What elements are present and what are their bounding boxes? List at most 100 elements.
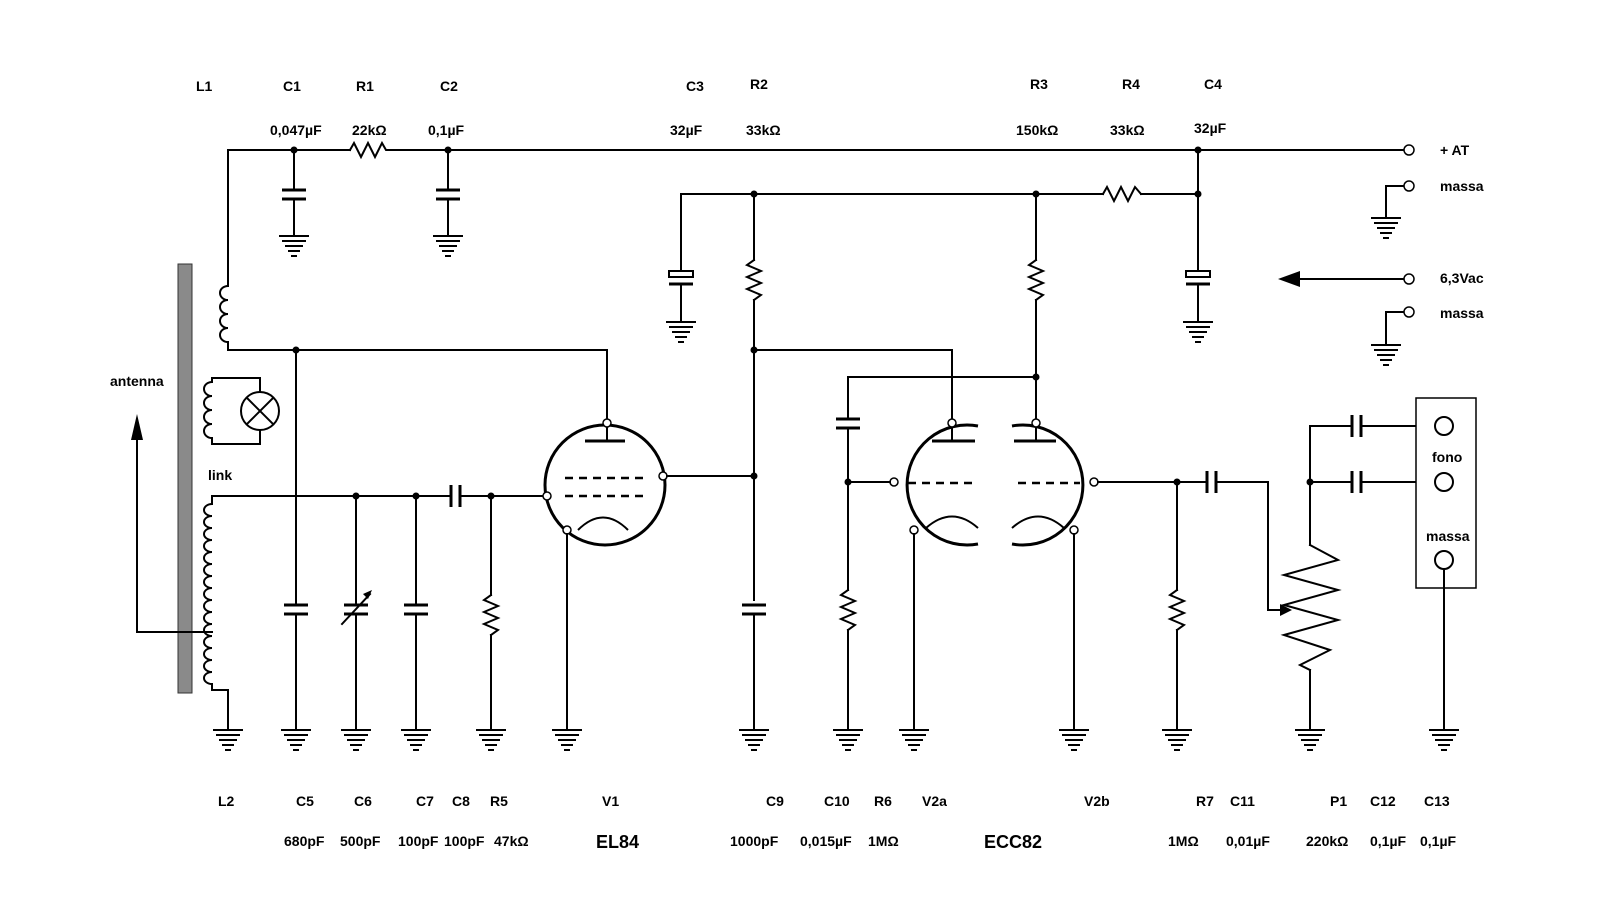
- value-c7: 100pF: [398, 833, 439, 849]
- label-r1: R1: [356, 78, 374, 94]
- value-c1: 0,047µF: [270, 122, 322, 138]
- label-r4: R4: [1122, 76, 1140, 92]
- v1-screen-connection: [666, 472, 758, 480]
- link-coil: [203, 377, 280, 445]
- phono-connector-panel: [1415, 397, 1477, 751]
- value-c11: 0,01µF: [1226, 833, 1270, 849]
- value-c5: 680pF: [284, 833, 325, 849]
- value-c13: 0,1µF: [1420, 833, 1457, 849]
- label-v2a: V2a: [922, 793, 947, 809]
- label-r5: R5: [490, 793, 508, 809]
- coil-l1: [219, 284, 608, 419]
- value-c4: 32µF: [1194, 120, 1227, 136]
- resistor-r6: [832, 588, 864, 751]
- value-r1: 22kΩ: [352, 122, 387, 138]
- label-massa-2: massa: [1440, 305, 1484, 321]
- jack-icon: [1434, 416, 1454, 436]
- value-r6: 1MΩ: [868, 833, 899, 849]
- value-c6: 500pF: [340, 833, 381, 849]
- tube-v2b: [1011, 418, 1099, 751]
- jack-icon: [1434, 550, 1454, 570]
- label-r2: R2: [750, 76, 768, 92]
- resistor-r5: [475, 495, 507, 751]
- ground-icon: [212, 729, 244, 751]
- label-c4: C4: [1204, 76, 1222, 92]
- label-r3: R3: [1030, 76, 1048, 92]
- label-c5: C5: [296, 793, 314, 809]
- v2b-grid-line: [1097, 471, 1292, 616]
- capacitor-c6-variable: [340, 495, 372, 751]
- label-v2b: V2b: [1084, 793, 1110, 809]
- value-r4: 33kΩ: [1110, 122, 1145, 138]
- label-c2: C2: [440, 78, 458, 94]
- value-c9: 1000pF: [730, 833, 779, 849]
- tube-v2a: [844, 418, 979, 751]
- ground-icon: [665, 321, 697, 343]
- ground-icon: [1294, 729, 1326, 751]
- label-antenna: antenna: [110, 373, 164, 389]
- label-c8: C8: [452, 793, 470, 809]
- value-r2: 33kΩ: [746, 122, 781, 138]
- label-at: + AT: [1440, 142, 1470, 158]
- label-c6: C6: [354, 793, 372, 809]
- capacitor-c4: [1182, 270, 1214, 343]
- value-r3: 150kΩ: [1016, 122, 1058, 138]
- label-heater: 6,3Vac: [1440, 270, 1484, 286]
- ground-icon: [1058, 729, 1090, 751]
- label-c9: C9: [766, 793, 784, 809]
- ground-icon: [278, 235, 310, 257]
- value-c10: 0,015µF: [800, 833, 852, 849]
- resistor-r7: [1161, 481, 1193, 751]
- capacitor-c7: [400, 495, 432, 751]
- label-r7: R7: [1196, 793, 1214, 809]
- value-c3: 32µF: [670, 122, 703, 138]
- label-c10: C10: [824, 793, 850, 809]
- ground-icon: [738, 729, 770, 751]
- ground-icon: [1370, 344, 1402, 366]
- capacitor-c9: [738, 603, 770, 751]
- label-c3: C3: [686, 78, 704, 94]
- resistor-r4: [1101, 184, 1143, 204]
- label-fono: fono: [1432, 449, 1462, 465]
- resistor-r3: [1026, 193, 1046, 419]
- label-link: link: [208, 467, 232, 483]
- ground-icon: [475, 729, 507, 751]
- label-l1: L1: [196, 78, 213, 94]
- capacitor-c3: [665, 270, 697, 343]
- ground-icon: [1370, 217, 1402, 239]
- ground-icon: [340, 729, 372, 751]
- jack-icon: [1434, 472, 1454, 492]
- potentiometer-p1: [1280, 425, 1342, 751]
- label-massa-1: massa: [1440, 178, 1484, 194]
- ground-icon: [1161, 729, 1193, 751]
- ground-icon: [551, 729, 583, 751]
- supply-terminals: [1278, 144, 1415, 366]
- ferrite-rod: [177, 263, 193, 694]
- capacitor-c2: [432, 149, 464, 257]
- label-c1: C1: [283, 78, 301, 94]
- ground-icon: [898, 729, 930, 751]
- value-ecc82: ECC82: [984, 832, 1042, 852]
- label-c12: C12: [1370, 793, 1396, 809]
- antenna-arrow: [131, 414, 213, 633]
- value-c2: 0,1µF: [428, 122, 465, 138]
- b-plus-rail: [680, 149, 1199, 272]
- tube-v1-el84: [542, 418, 668, 751]
- ground-icon: [400, 729, 432, 751]
- high-voltage-rail: [227, 149, 1406, 287]
- coil-l2: [203, 495, 357, 751]
- value-c12: 0,1µF: [1370, 833, 1407, 849]
- label-v1: V1: [602, 793, 619, 809]
- value-c8: 100pF: [444, 833, 485, 849]
- ground-icon: [280, 729, 312, 751]
- label-r6: R6: [874, 793, 892, 809]
- v1-plate-to-v2a: [750, 346, 953, 424]
- label-massa-3: massa: [1426, 528, 1470, 544]
- value-r7: 1MΩ: [1168, 833, 1199, 849]
- value-v1: EL84: [596, 832, 639, 852]
- capacitor-c1: [278, 149, 310, 257]
- ground-icon: [1182, 321, 1214, 343]
- label-l2: L2: [218, 793, 235, 809]
- ground-icon: [1428, 729, 1460, 751]
